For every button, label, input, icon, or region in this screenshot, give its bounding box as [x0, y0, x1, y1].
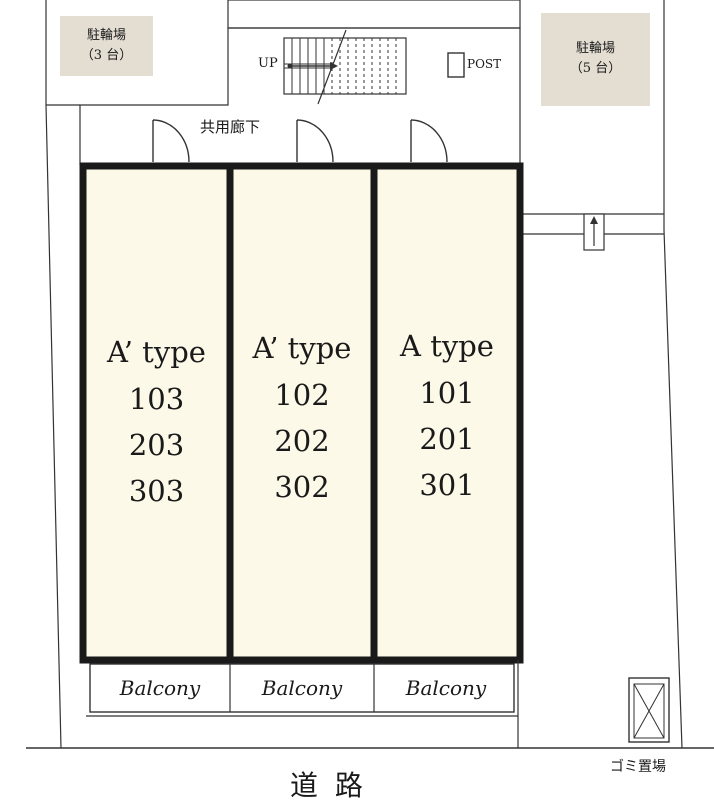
unit-block: [370, 162, 524, 664]
post-label: POST: [467, 57, 502, 71]
room-number: 203: [128, 428, 185, 462]
door-icon: [410, 119, 448, 163]
post-box-icon: [447, 52, 465, 78]
parking-right-name: 駐輪場: [575, 41, 615, 56]
garbage-area-icon: [628, 677, 670, 743]
garbage-area-label: ゴミ置場: [610, 759, 666, 775]
road-label: 道 路: [290, 769, 367, 802]
parking-right-capacity: （5 台）: [569, 61, 622, 76]
corridor-label: 共用廊下: [200, 118, 261, 136]
unit-type: A’ type: [252, 331, 352, 365]
unit-column-1: A’ type 103 203 303: [87, 338, 226, 523]
unit-column-2: A’ type 102 202 302: [234, 334, 370, 519]
room-number: 101: [419, 376, 475, 410]
door-icon: [152, 119, 190, 163]
balcony-label: Balcony: [405, 676, 487, 700]
unit-type: A’ type: [107, 335, 206, 369]
balcony-label: Balcony: [261, 676, 343, 700]
balcony-label: Balcony: [119, 676, 201, 700]
bicycle-parking-left: 駐輪場 （3 台）: [60, 16, 153, 76]
bicycle-parking-right: 駐輪場 （5 台）: [541, 13, 650, 106]
room-number: 303: [128, 474, 185, 508]
room-number: 103: [128, 382, 185, 416]
parking-left-capacity: （3 台）: [80, 48, 133, 63]
room-number: 102: [274, 378, 330, 412]
unit-type: A type: [400, 329, 494, 363]
stairs-icon: [283, 29, 407, 105]
room-number: 202: [274, 424, 330, 458]
door-icon: [296, 119, 334, 163]
room-number: 302: [274, 470, 330, 504]
room-number: 201: [419, 422, 475, 456]
room-number: 301: [419, 468, 475, 502]
parking-left-name: 駐輪場: [86, 28, 126, 43]
unit-column-3: A type 101 201 301: [378, 332, 516, 517]
stairs-up-label: UP: [258, 56, 278, 71]
